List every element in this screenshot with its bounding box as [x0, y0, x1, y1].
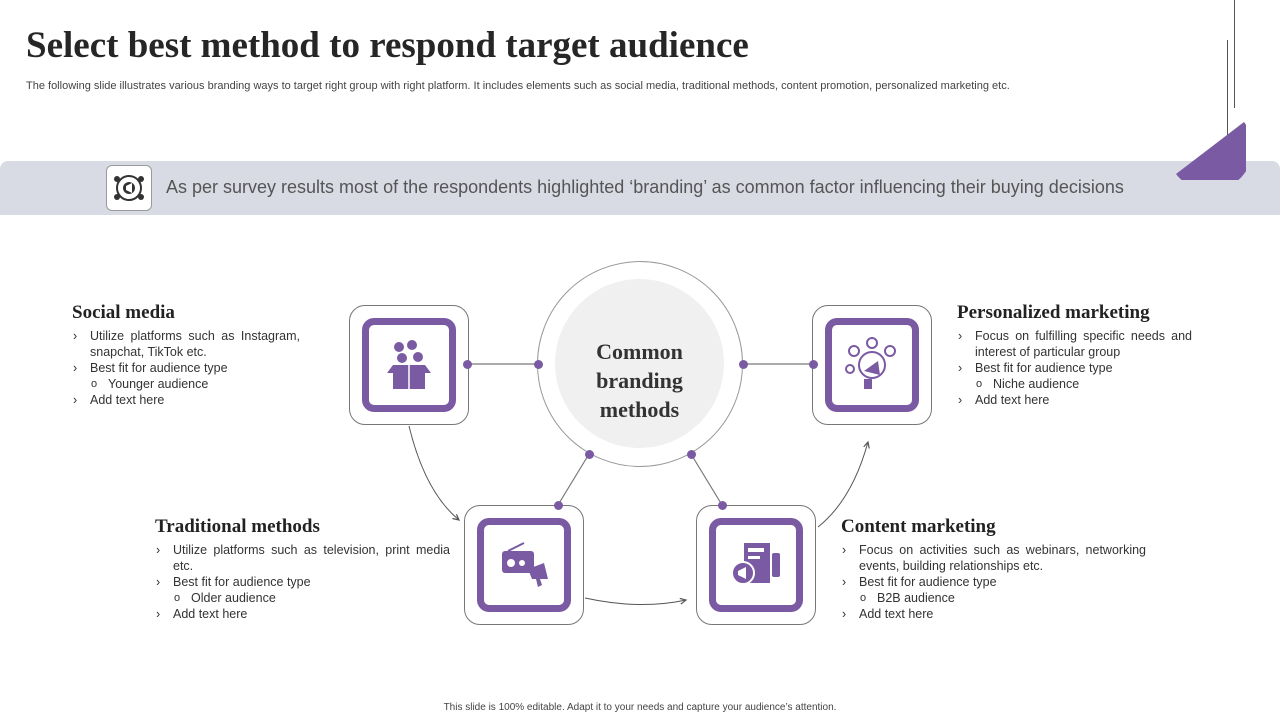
- megaphone-network-icon: [106, 165, 152, 211]
- connector-dot: [717, 500, 727, 510]
- content-promotion-icon: [731, 543, 780, 585]
- connector-dot: [533, 359, 543, 369]
- bullet: Utilize platforms such as television, pr…: [155, 542, 450, 574]
- personalized-marketing-node: [812, 305, 932, 425]
- sub-bullet: Niche audience: [957, 376, 1192, 392]
- banner-text: As per survey results most of the respon…: [166, 177, 1124, 197]
- bullet: Utilize platforms such as Instagram, sna…: [72, 328, 300, 360]
- social-media-node: [349, 305, 469, 425]
- bullet: Best fit for audience type: [957, 360, 1192, 376]
- targeted-audience-icon: [845, 337, 896, 389]
- bullet: Focus on fulfilling specific needs and i…: [957, 328, 1192, 360]
- content-marketing-node: [696, 505, 816, 625]
- connector-dot: [686, 449, 696, 459]
- traditional-methods-title: Traditional methods: [155, 516, 320, 537]
- content-marketing-block: Content marketing Focus on activities su…: [841, 516, 1146, 622]
- connector-dot: [584, 449, 594, 459]
- social-media-title: Social media: [72, 302, 175, 323]
- center-circle: Common branding methods: [537, 261, 743, 467]
- bullet: Add text here: [155, 606, 450, 622]
- bullet: Add text here: [841, 606, 1146, 622]
- radio-megaphone-icon: [502, 542, 548, 587]
- content-marketing-title: Content marketing: [841, 516, 996, 537]
- sub-bullet: Younger audience: [72, 376, 300, 392]
- center-label: Common branding methods: [596, 339, 683, 422]
- connector-dot: [553, 500, 563, 510]
- sub-bullet: Older audience: [155, 590, 450, 606]
- footer-note: This slide is 100% editable. Adapt it to…: [443, 702, 837, 713]
- bullet: Add text here: [957, 392, 1192, 408]
- connector-dot: [462, 359, 472, 369]
- decorative-half-circle: [1176, 122, 1246, 180]
- bullet: Best fit for audience type: [155, 574, 450, 590]
- page-subtitle: The following slide illustrates various …: [26, 80, 1010, 92]
- bullet: Best fit for audience type: [72, 360, 300, 376]
- social-media-box-icon: [387, 340, 431, 389]
- connector-dot: [738, 359, 748, 369]
- bullet: Best fit for audience type: [841, 574, 1146, 590]
- sub-bullet: B2B audience: [841, 590, 1146, 606]
- social-media-block: Social media Utilize platforms such as I…: [72, 302, 300, 408]
- bullet: Add text here: [72, 392, 300, 408]
- personalized-marketing-block: Personalized marketing Focus on fulfilli…: [957, 302, 1192, 408]
- traditional-methods-node: [464, 505, 584, 625]
- traditional-methods-block: Traditional methods Utilize platforms su…: [155, 516, 450, 622]
- page-title: Select best method to respond target aud…: [26, 25, 749, 66]
- decorative-line: [1227, 40, 1228, 136]
- connector-dot: [808, 359, 818, 369]
- survey-banner: [0, 161, 1280, 215]
- decorative-line: [1234, 0, 1235, 108]
- bullet: Focus on activities such as webinars, ne…: [841, 542, 1146, 574]
- personalized-marketing-title: Personalized marketing: [957, 302, 1150, 323]
